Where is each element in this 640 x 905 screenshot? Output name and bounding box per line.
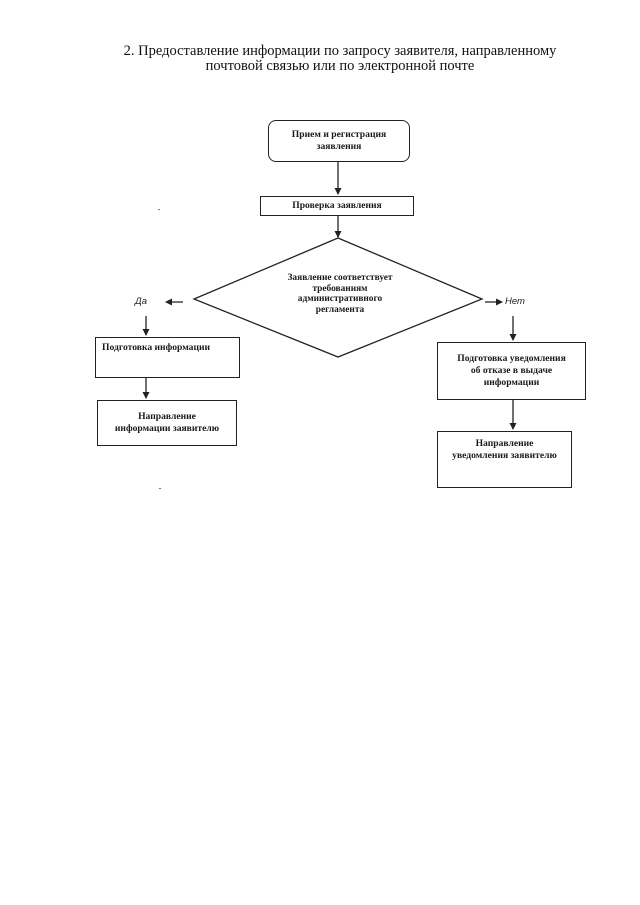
decision-line-4: регламента xyxy=(315,304,365,315)
decision-diamond xyxy=(192,237,484,358)
node-check-line-1: Проверка заявления xyxy=(292,200,382,211)
decision-text: Заявление соответствует требованиям адми… xyxy=(270,273,410,315)
branch-label-yes: Да xyxy=(135,296,147,307)
branch-label-no: Нет xyxy=(505,296,525,307)
node-prep-info-line-1: Подготовка информации xyxy=(102,342,211,353)
node-prep-notice: Подготовка уведомления об отказе в выдач… xyxy=(437,342,586,400)
decision-line-1: Заявление соответствует xyxy=(287,273,393,283)
node-receipt-line-1: Прием и регистрация xyxy=(291,129,387,140)
node-send-notice-line-1: Направление xyxy=(475,438,534,449)
node-send-notice-line-2: уведомления заявителю xyxy=(452,450,557,461)
node-prep-notice-line-1: Подготовка уведомления xyxy=(457,353,566,364)
node-send-info: Направление информации заявителю xyxy=(97,400,237,446)
node-send-notice: Направление уведомления заявителю xyxy=(437,431,572,488)
scan-speck xyxy=(158,209,160,210)
page-title: 2. Предоставление информации по запросу … xyxy=(60,44,620,74)
node-receipt-line-2: заявления xyxy=(316,141,362,152)
scan-speck xyxy=(159,488,161,489)
node-send-info-line-2: информации заявителю xyxy=(114,423,220,434)
page-title-line-1: 2. Предоставление информации по запросу … xyxy=(123,43,557,59)
node-prep-notice-line-2: об отказе в выдаче xyxy=(470,365,553,376)
node-prep-info: Подготовка информации xyxy=(95,337,240,378)
node-check: Проверка заявления xyxy=(260,196,414,216)
node-send-info-line-1: Направление xyxy=(138,411,196,422)
page-title-line-2: почтовой связью или по электронной почте xyxy=(205,58,475,74)
node-receipt: Прием и регистрация заявления xyxy=(268,120,410,162)
node-prep-notice-line-3: информации xyxy=(483,377,540,388)
decision-line-3: административного xyxy=(297,294,383,304)
decision-line-2: требованиям xyxy=(312,283,368,294)
